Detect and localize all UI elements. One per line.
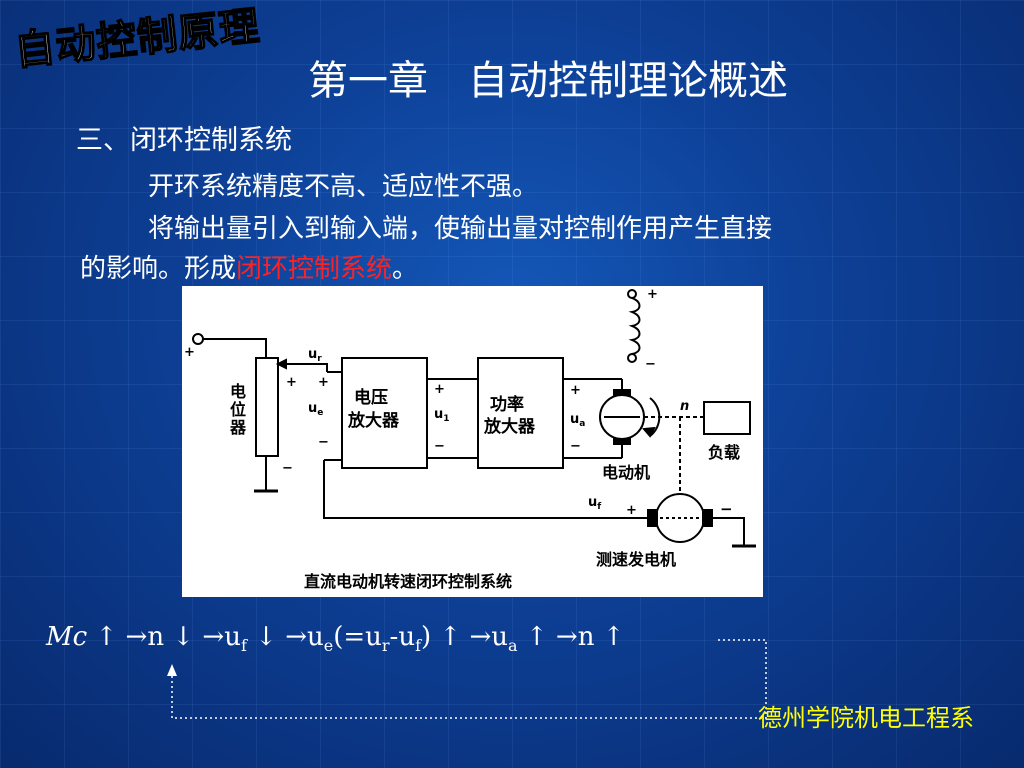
eq-up-3: ↑ bbox=[525, 622, 548, 652]
ue-label: ue bbox=[308, 401, 323, 418]
eq-r-sub: r bbox=[381, 636, 390, 655]
u1-minus: − bbox=[434, 439, 445, 454]
field-minus: − bbox=[645, 357, 656, 372]
potentiometer-label-2: 位 bbox=[230, 400, 246, 419]
paragraph-line-3-suffix: 。 bbox=[392, 254, 419, 284]
power-amplifier-label-1: 功率 bbox=[490, 394, 524, 415]
eq-arrow-1: → bbox=[125, 622, 148, 652]
ua-minus: − bbox=[570, 439, 581, 454]
eq-mc: Mc bbox=[46, 622, 88, 652]
department-footer: 德州学院机电工程系 bbox=[758, 704, 974, 732]
eq-arrow-2: → bbox=[202, 622, 225, 652]
ue-plus: + bbox=[318, 375, 329, 390]
u1-label: u1 bbox=[434, 407, 450, 424]
uf-label: uf bbox=[588, 495, 601, 512]
paragraph-line-3-prefix: 的影响。形成 bbox=[80, 254, 237, 284]
eq-up-4: ↑ bbox=[602, 622, 625, 652]
eq-arrow-4: → bbox=[469, 622, 492, 652]
eq-close: ) bbox=[421, 622, 432, 652]
eq-ua-sub: a bbox=[508, 636, 518, 655]
ua-label: ua bbox=[570, 412, 585, 429]
potentiometer-label-3: 器 bbox=[229, 418, 247, 437]
eq-down-1: ↓ bbox=[172, 622, 195, 652]
tacho-minus: − bbox=[720, 500, 733, 518]
ue-minus: − bbox=[318, 435, 329, 450]
motor-label: 电动机 bbox=[602, 463, 650, 482]
field-coil bbox=[628, 297, 641, 355]
paragraph-line-1: 开环系统精度不高、适应性不强。 bbox=[148, 172, 539, 202]
ua-plus: + bbox=[570, 383, 581, 398]
pot-minus: − bbox=[282, 461, 293, 476]
potentiometer bbox=[255, 357, 279, 457]
eq-uf-sub: f bbox=[240, 636, 247, 655]
eq-n-1: n bbox=[147, 622, 165, 652]
field-terminal bbox=[627, 289, 637, 299]
eq-uf: u bbox=[224, 622, 241, 652]
paragraph-line-2: 将输出量引入到输入端，使输出量对控制作用产生直接 bbox=[148, 214, 773, 244]
tacho-label: 测速发电机 bbox=[596, 550, 676, 569]
feedback-equation: Mc ↑ →n ↓ →uf ↓ →ue(=ur-uf) ↑ →ua ↑ →n ↑ bbox=[46, 622, 625, 655]
load-label: 负载 bbox=[708, 443, 740, 462]
eq-open: (=u bbox=[333, 622, 382, 652]
wiper-plus: + bbox=[286, 375, 297, 390]
paragraph-line-3: 的影响。形成闭环控制系统。 bbox=[80, 248, 418, 285]
eq-up-2: ↑ bbox=[439, 622, 462, 652]
eq-minus-u: -u bbox=[389, 622, 416, 652]
eq-arrow-5: → bbox=[555, 622, 578, 652]
ur-label: ur bbox=[308, 347, 322, 364]
voltage-amplifier bbox=[341, 357, 428, 469]
voltage-amplifier-label-1: 电压 bbox=[354, 387, 388, 408]
eq-down-2: ↓ bbox=[255, 622, 277, 652]
power-amplifier-label-2: 放大器 bbox=[483, 416, 536, 437]
speed-n-label: n bbox=[680, 399, 689, 414]
field-plus: + bbox=[647, 287, 658, 302]
eq-ue-sub: e bbox=[323, 636, 334, 655]
voltage-amplifier-label-2: 放大器 bbox=[347, 410, 400, 431]
pot-plus: + bbox=[184, 345, 195, 360]
section-title: 三、闭环控制系统 bbox=[76, 125, 292, 156]
closed-loop-highlight: 闭环控制系统 bbox=[236, 254, 393, 284]
chapter-title: 第一章 自动控制理论概述 bbox=[308, 58, 788, 104]
potentiometer-label-1: 电 bbox=[230, 382, 246, 401]
load-box bbox=[703, 401, 751, 435]
eq-n-2: n bbox=[577, 622, 595, 652]
input-terminal bbox=[192, 333, 204, 345]
eq-up-1: ↑ bbox=[95, 622, 118, 652]
circuit-diagram: + − 电 位 器 ur + + ue − 电压 放大器 + u1 − 功率 放… bbox=[182, 286, 763, 597]
tacho-plus: + bbox=[626, 503, 637, 518]
diagram-caption: 直流电动机转速闭环控制系统 bbox=[304, 572, 512, 591]
eq-arrow-3: → bbox=[285, 622, 307, 652]
eq-ue: u bbox=[306, 622, 324, 652]
u1-plus: + bbox=[434, 382, 445, 397]
eq-ua: u bbox=[491, 622, 509, 652]
power-amplifier bbox=[477, 357, 564, 469]
